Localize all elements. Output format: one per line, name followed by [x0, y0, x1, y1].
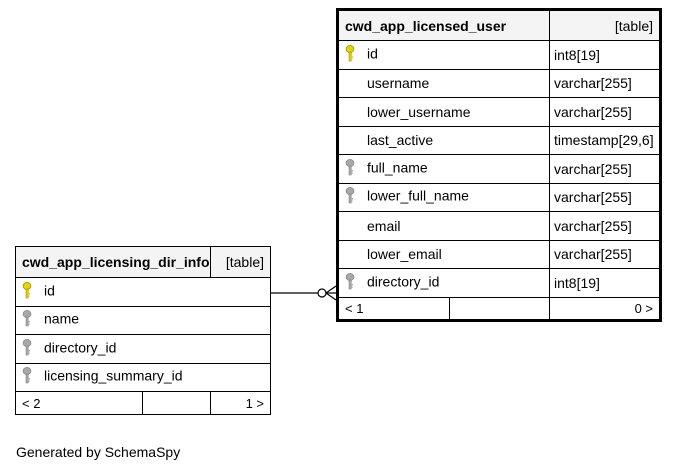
column-name: directory_id: [44, 339, 117, 356]
index-key-icon: [22, 367, 36, 387]
index-key-icon: [22, 310, 36, 330]
column-row[interactable]: id: [15, 277, 271, 307]
column-name: last_active: [367, 132, 434, 149]
relationship-optional-circle: [317, 288, 327, 298]
column-row[interactable]: id int8[19]: [337, 40, 661, 70]
column-name-cell: lower_full_name: [337, 182, 550, 212]
column-name: email: [367, 217, 401, 234]
table-name[interactable]: cwd_app_licensing_dir_info: [15, 246, 211, 278]
column-type: varchar[255]: [549, 182, 661, 212]
table-header: cwd_app_licensing_dir_info [table]: [15, 246, 271, 278]
column-row[interactable]: lower_username varchar[255]: [337, 97, 661, 127]
generated-by-label: Generated by SchemaSpy: [16, 444, 181, 460]
column-name-cell: id: [337, 40, 550, 70]
column-type: varchar[255]: [549, 239, 661, 269]
column-name-cell: directory_id: [15, 334, 271, 364]
column-name-cell: email: [337, 211, 550, 241]
column-name: lower_email: [367, 246, 442, 263]
table-cwd-app-licensing-dir-info[interactable]: cwd_app_licensing_dir_info [table] id nam…: [14, 246, 271, 415]
column-row[interactable]: name: [15, 305, 271, 335]
column-row[interactable]: directory_id: [15, 334, 271, 364]
column-row[interactable]: lower_full_name varchar[255]: [337, 182, 661, 212]
column-name: lower_full_name: [367, 187, 469, 204]
footer-left[interactable]: < 2: [14, 391, 144, 415]
column-type: int8[19]: [549, 40, 661, 70]
column-name-cell: lower_email: [337, 239, 550, 269]
column-name-cell: licensing_summary_id: [15, 362, 271, 392]
primary-key-icon: [22, 281, 36, 302]
column-type: varchar[255]: [549, 154, 661, 184]
table-kind: [table]: [209, 246, 271, 278]
footer-left[interactable]: < 1: [337, 296, 450, 321]
column-name: directory_id: [367, 273, 440, 290]
column-row[interactable]: email varchar[255]: [337, 211, 661, 241]
column-row[interactable]: last_active timestamp[29,6]: [337, 125, 661, 155]
index-key-icon: [345, 158, 359, 179]
column-name-cell: name: [15, 305, 271, 335]
column-row[interactable]: directory_id int8[19]: [337, 268, 661, 298]
column-type: int8[19]: [549, 268, 661, 298]
column-name: licensing_summary_id: [44, 367, 183, 384]
column-name-cell: lower_username: [337, 97, 550, 127]
table-name[interactable]: cwd_app_licensed_user: [337, 9, 550, 41]
table-footer: < 1 0 >: [337, 296, 661, 321]
column-row[interactable]: full_name varchar[255]: [337, 154, 661, 184]
column-name: full_name: [367, 159, 428, 176]
column-name-cell: directory_id: [337, 268, 550, 298]
index-key-icon: [22, 338, 36, 359]
column-type: varchar[255]: [549, 97, 661, 127]
table-cwd-app-licensed-user[interactable]: cwd_app_licensed_user [table] id int8[19]…: [336, 8, 662, 322]
column-name-cell: username: [337, 68, 550, 98]
primary-key-icon: [345, 44, 359, 65]
column-type: varchar[255]: [549, 211, 661, 241]
column-row[interactable]: licensing_summary_id: [15, 362, 271, 392]
column-name: id: [44, 282, 55, 299]
column-name: username: [367, 75, 430, 92]
table-header: cwd_app_licensed_user [table]: [337, 9, 661, 41]
column-name-cell: id: [15, 277, 271, 307]
relationship-crowfoot-bottom: [325, 292, 337, 301]
footer-middle: [449, 296, 550, 321]
column-type: varchar[255]: [549, 68, 661, 98]
column-name-cell: full_name: [337, 154, 550, 184]
table-footer: < 2 1 >: [14, 391, 271, 415]
footer-right[interactable]: 1 >: [209, 391, 271, 415]
column-name: name: [44, 310, 80, 327]
relationship-crowfoot-top: [325, 285, 337, 294]
index-key-icon: [345, 187, 359, 207]
footer-right[interactable]: 0 >: [549, 296, 661, 321]
footer-middle: [142, 391, 211, 415]
column-name-cell: last_active: [337, 125, 550, 155]
column-type: timestamp[29,6]: [549, 125, 661, 155]
column-row[interactable]: lower_email varchar[255]: [337, 239, 661, 269]
column-row[interactable]: username varchar[255]: [337, 68, 661, 98]
index-key-icon: [345, 272, 359, 293]
column-name: lower_username: [367, 103, 471, 120]
table-kind: [table]: [549, 9, 661, 41]
column-name: id: [367, 45, 378, 62]
